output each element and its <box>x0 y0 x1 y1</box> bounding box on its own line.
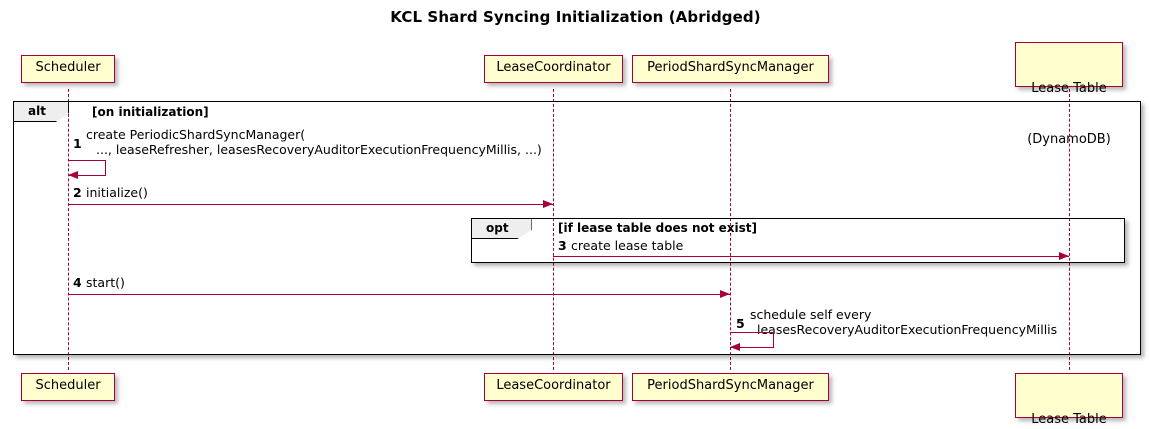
message-1-arrowhead <box>68 171 78 179</box>
message-1-number: 1 <box>73 136 82 151</box>
fragment-alt-condition: [on initialization] <box>92 105 209 119</box>
participant-lease-table-top[interactable]: Lease Table (DynamoDB) <box>1015 42 1123 147</box>
fragment-alt-keyword: alt <box>14 102 69 122</box>
lifeline-lease-coordinator <box>553 89 554 370</box>
message-5-label-line2: leasesRecoveryAuditorExecutionFrequencyM… <box>757 322 1058 337</box>
message-2-number: 2 <box>73 185 82 200</box>
message-4-label: start() <box>86 275 125 290</box>
participant-lease-coordinator-bottom[interactable]: LeaseCoordinator <box>484 373 623 401</box>
message-2-arrowhead <box>543 200 553 208</box>
diagram-title: KCL Shard Syncing Initialization (Abridg… <box>390 8 761 26</box>
participant-lease-table-top-line1: Lease Table <box>1031 81 1107 96</box>
message-3-number: 3 <box>558 238 567 253</box>
message-1-label-line2: ..., leaseRefresher, leasesRecoveryAudit… <box>96 142 542 157</box>
participant-period-shard-sync-manager-top[interactable]: PeriodShardSyncManager <box>632 55 829 83</box>
fragment-opt: opt <box>471 218 1125 263</box>
message-5-arrowhead <box>730 343 740 351</box>
message-5-label-line1: schedule self every <box>750 307 872 322</box>
message-4-number: 4 <box>73 275 82 290</box>
message-1-label-line1: create PeriodicShardSyncManager( <box>86 127 306 142</box>
participant-scheduler-top[interactable]: Scheduler <box>21 55 115 83</box>
lifeline-lease-table <box>1069 89 1070 370</box>
message-1-self-loop <box>68 160 106 176</box>
participant-lease-table-bottom-line1: Lease Table <box>1031 412 1107 427</box>
fragment-alt: alt <box>13 101 1141 355</box>
message-5-self-loop <box>730 332 774 348</box>
fragment-opt-condition: [if lease table does not exist] <box>558 221 758 235</box>
message-4-arrowhead <box>720 290 730 298</box>
lifeline-scheduler <box>68 89 69 370</box>
participant-lease-table-bottom[interactable]: Lease Table (DynamoDB) <box>1015 373 1123 427</box>
message-5-number: 5 <box>736 316 745 331</box>
message-2-label: initialize() <box>86 185 148 200</box>
participant-lease-table-top-line2: (DynamoDB) <box>1027 132 1111 147</box>
message-2-line <box>68 204 553 205</box>
participant-lease-coordinator-top[interactable]: LeaseCoordinator <box>484 55 623 83</box>
lifeline-period-shard-sync-manager <box>730 89 731 370</box>
message-4-line <box>68 294 730 295</box>
participant-period-shard-sync-manager-bottom[interactable]: PeriodShardSyncManager <box>632 373 829 401</box>
message-3-arrowhead <box>1059 252 1069 260</box>
participant-scheduler-bottom[interactable]: Scheduler <box>21 373 115 401</box>
message-3-line <box>553 256 1069 257</box>
fragment-opt-keyword: opt <box>472 219 532 239</box>
message-3-label: create lease table <box>571 238 684 253</box>
